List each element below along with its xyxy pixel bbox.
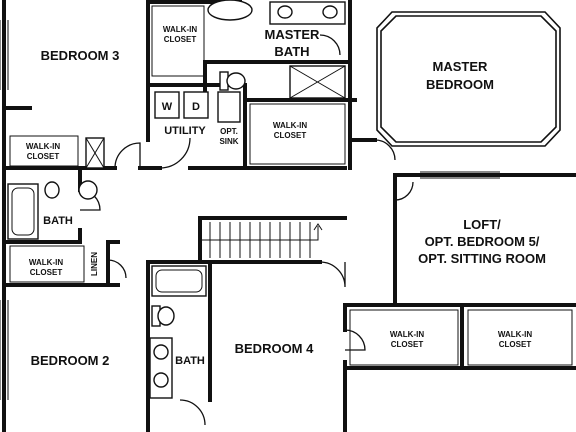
label-master-bedroom-1: MASTER [433,59,489,74]
label-walkin-closet-left2-2: CLOSET [30,268,63,277]
label-walkin-closet-br-2: CLOSET [499,340,532,349]
label-walkin-closet-left2-1: WALK-IN [29,258,63,267]
label-master-bath-1: MASTER [265,27,321,42]
label-walkin-closet-left-2: CLOSET [27,152,60,161]
label-bedroom-4: BEDROOM 4 [235,341,315,356]
doors [79,34,414,426]
label-walkin-closet-top-2: CLOSET [164,35,197,44]
label-walkin-closet-left-1: WALK-IN [26,142,60,151]
label-master-bedroom-2: BEDROOM [426,77,494,92]
label-dryer: D [192,101,200,113]
room-labels: BEDROOM 3 WALK-IN CLOSET MASTER BATH MAS… [26,25,546,368]
label-walkin-closet-master-1: WALK-IN [273,121,307,130]
label-opt-sink-2: SINK [219,137,238,146]
staircase [200,222,323,258]
label-loft-3: OPT. SITTING ROOM [418,251,546,266]
label-walkin-closet-b4-2: CLOSET [391,340,424,349]
label-linen: LINEN [90,252,99,276]
tray-ceiling-inner [380,15,557,143]
label-utility: UTILITY [164,125,206,137]
windows [0,20,500,400]
label-master-bath-2: BATH [274,44,309,59]
label-loft-1: LOFT/ [463,217,501,232]
label-opt-sink-1: OPT. [220,127,238,136]
label-loft-2: OPT. BEDROOM 5/ [425,234,540,249]
tray-ceiling-outline [376,11,561,147]
label-walkin-closet-master-2: CLOSET [274,131,307,140]
label-washer: W [162,101,173,113]
label-walkin-closet-b4-1: WALK-IN [390,330,424,339]
label-bedroom-2: BEDROOM 2 [31,353,110,368]
label-bath-center: BATH [175,355,205,367]
fixtures [7,0,346,399]
label-bedroom-3: BEDROOM 3 [41,48,120,63]
label-walkin-closet-br-1: WALK-IN [498,330,532,339]
closet-shelves [9,5,573,366]
label-bath-left: BATH [43,215,73,227]
label-walkin-closet-top-1: WALK-IN [163,25,197,34]
